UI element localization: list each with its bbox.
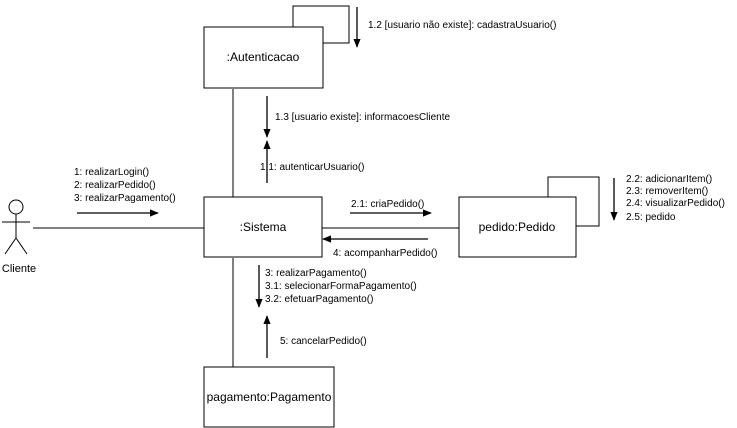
self-link-pedido xyxy=(547,176,600,227)
object-sistema-label: :Sistema xyxy=(240,220,287,234)
object-pedido[interactable]: pedido:Pedido xyxy=(458,196,577,258)
message-label: 5: cancelarPedido() xyxy=(280,336,367,347)
messages-autenticacao-self: 1.2 [usuario não existe]: cadastraUsuari… xyxy=(368,20,556,31)
actor-cliente[interactable] xyxy=(2,199,30,255)
object-autenticacao[interactable]: :Autenticacao xyxy=(203,26,324,89)
messages-pedido-self: 2.2: adicionarItem() 2.3: removerItem() … xyxy=(626,174,725,223)
messages-cliente-to-sistema: 1: realizarLogin() 2: realizarPedido() 3… xyxy=(74,167,176,204)
message-label: 3.1: selecionarFormaPagamento() xyxy=(265,281,417,292)
messages-sistema-to-pedido: 2.1: criaPedido() xyxy=(351,199,424,210)
message-label: 2.1: criaPedido() xyxy=(351,199,424,210)
messages-pedido-to-sistema: 4: acompanharPedido() xyxy=(333,248,438,259)
message-label: 2: realizarPedido() xyxy=(74,180,156,191)
object-pagamento-label: pagamento:Pagamento xyxy=(207,390,332,404)
message-label: 1.3 [usuario existe]: informacoesCliente xyxy=(275,112,451,123)
self-link-autenticacao xyxy=(292,5,350,44)
message-label: 1: realizarLogin() xyxy=(74,167,149,178)
messages-pagamento-to-sistema: 5: cancelarPedido() xyxy=(280,336,367,347)
message-label: 1.2 [usuario não existe]: cadastraUsuari… xyxy=(368,20,556,31)
messages-sistema-to-autenticacao: 1.1: autenticarUsuario() xyxy=(260,162,365,173)
message-label: 3: realizarPagamento() xyxy=(74,193,176,204)
messages-autenticacao-to-sistema: 1.3 [usuario existe]: informacoesCliente xyxy=(275,112,451,123)
messages-sistema-to-pagamento: 3: realizarPagamento() 3.1: selecionarFo… xyxy=(265,268,417,305)
actor-head xyxy=(8,199,24,215)
message-label: 2.5: pedido xyxy=(626,212,676,223)
object-pagamento[interactable]: pagamento:Pagamento xyxy=(203,366,335,428)
message-label: 2.2: adicionarItem() xyxy=(626,174,712,185)
message-label: 4: acompanharPedido() xyxy=(333,248,438,259)
message-label: 1.1: autenticarUsuario() xyxy=(260,162,365,173)
actor-label: Cliente xyxy=(2,263,36,275)
object-sistema[interactable]: :Sistema xyxy=(203,196,323,258)
message-label: 3.2: efetuarPagamento() xyxy=(265,294,373,305)
object-autenticacao-label: :Autenticacao xyxy=(227,50,300,64)
object-pedido-label: pedido:Pedido xyxy=(479,220,556,234)
message-label: 3: realizarPagamento() xyxy=(265,268,367,279)
message-label: 2.4: visualizarPedido() xyxy=(626,198,725,209)
message-label: 2.3: removerItem() xyxy=(626,186,708,197)
